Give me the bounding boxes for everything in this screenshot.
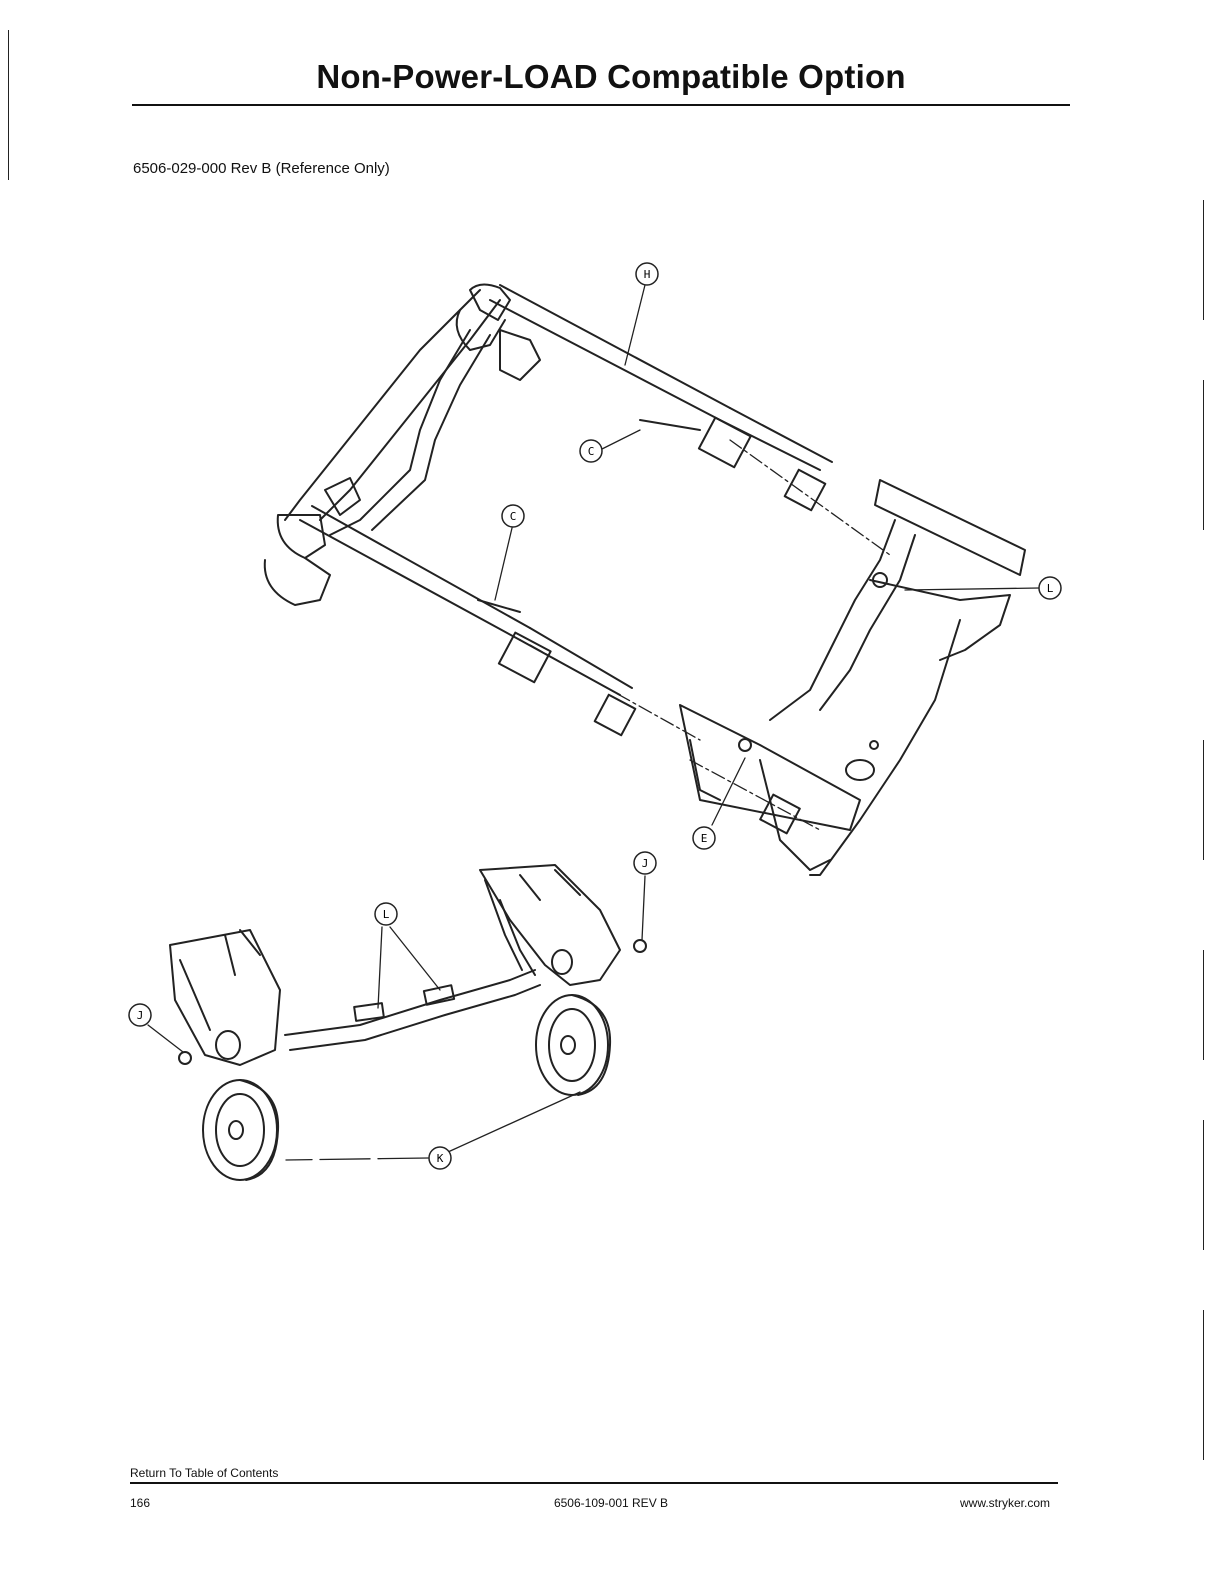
callout-e: E [693, 827, 715, 849]
callout-l-lower: L [375, 903, 397, 925]
callout-l-upper: L [1039, 577, 1061, 599]
callout-h-label: H [644, 268, 651, 281]
website-url: www.stryker.com [960, 1496, 1050, 1510]
callout-k: K [429, 1147, 451, 1169]
callout-c-front-label: C [510, 510, 517, 523]
callout-j-right: J [634, 852, 656, 874]
callout-e-label: E [701, 832, 708, 845]
callout-k-label: K [437, 1152, 444, 1165]
callout-j-right-label: J [642, 857, 649, 870]
callout-j-left-label: J [137, 1009, 144, 1022]
callout-c-front: C [502, 505, 524, 527]
callout-h: H [636, 263, 658, 285]
footer-divider [130, 1482, 1058, 1484]
callout-j-left: J [129, 1004, 151, 1026]
return-to-toc-link[interactable]: Return To Table of Contents [130, 1466, 278, 1480]
callout-c-rear: C [580, 440, 602, 462]
callout-l-upper-label: L [1047, 582, 1054, 595]
callout-l-lower-label: L [383, 908, 390, 921]
callout-c-rear-label: C [588, 445, 595, 458]
